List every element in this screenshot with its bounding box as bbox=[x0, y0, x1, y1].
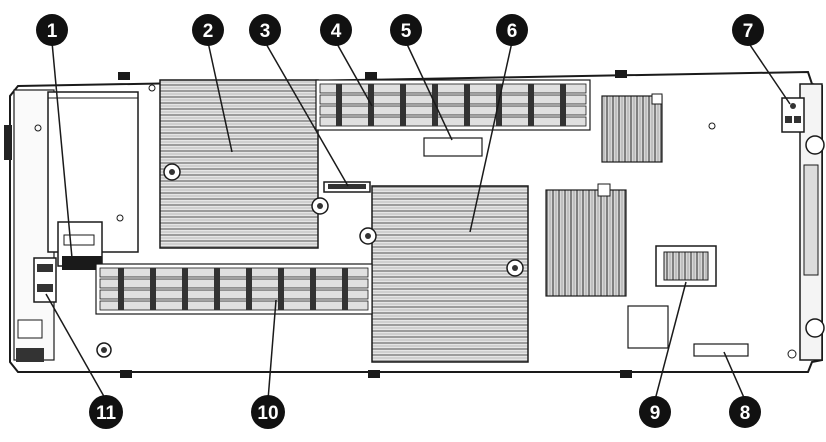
callout-6: 6 bbox=[496, 14, 528, 46]
internal-connector bbox=[323, 181, 371, 193]
callout-6-label: 6 bbox=[507, 21, 518, 42]
callout-1-label: 1 bbox=[47, 21, 58, 42]
dimm-slots-top bbox=[315, 79, 591, 131]
callout-5: 5 bbox=[390, 14, 422, 46]
callout-8-label: 8 bbox=[740, 403, 751, 424]
processor-heatsink-1 bbox=[159, 79, 329, 249]
callout-3-label: 3 bbox=[260, 21, 271, 42]
callout-11-label: 11 bbox=[96, 403, 117, 424]
callout-3: 3 bbox=[249, 14, 281, 46]
callout-10: 10 bbox=[251, 395, 285, 429]
processor-heatsink-2 bbox=[359, 185, 529, 363]
leader-lines bbox=[45, 41, 791, 401]
usb-connectors bbox=[16, 257, 57, 362]
callout-7-label: 7 bbox=[743, 21, 754, 42]
callout-4-label: 4 bbox=[331, 21, 342, 42]
dimm-slots-bottom bbox=[95, 263, 373, 315]
mezzanine-connector bbox=[627, 245, 717, 349]
callout-10-label: 10 bbox=[257, 403, 278, 424]
chipset-heatsink-upper bbox=[601, 93, 663, 163]
system-board-label bbox=[423, 137, 483, 157]
callout-1: 1 bbox=[36, 14, 68, 46]
callout-8: 8 bbox=[729, 396, 761, 428]
callout-9: 9 bbox=[639, 396, 671, 428]
serial-label bbox=[693, 343, 749, 357]
chipset-heatsink-lower bbox=[545, 183, 627, 297]
callout-4: 4 bbox=[320, 14, 352, 46]
system-battery-connector bbox=[57, 221, 103, 270]
callout-11: 11 bbox=[89, 395, 123, 429]
callout-5-label: 5 bbox=[401, 21, 412, 42]
callout-9-label: 9 bbox=[650, 403, 661, 424]
callout-2-label: 2 bbox=[203, 21, 214, 42]
power-connector bbox=[781, 97, 805, 133]
callout-2: 2 bbox=[192, 14, 224, 46]
callout-7: 7 bbox=[732, 14, 764, 46]
